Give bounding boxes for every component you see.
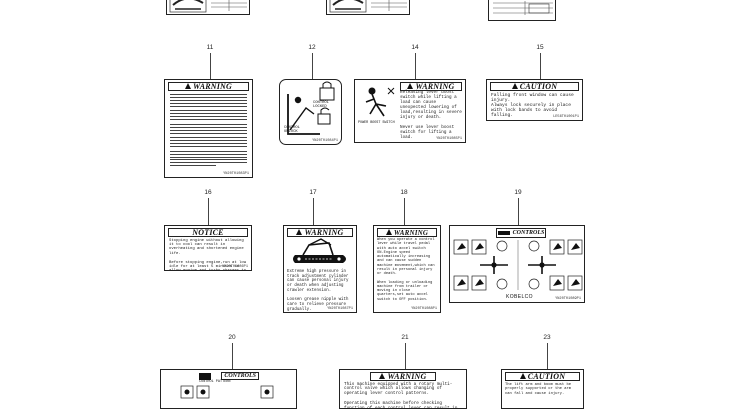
decal-17: WARNING Extreme high pressure in track a…	[283, 225, 357, 313]
decal-18-header-text: WARNING	[394, 229, 428, 237]
decal-21: WARNING This machine equipped with a rot…	[339, 369, 467, 409]
decal-21-header: WARNING	[370, 372, 436, 381]
callout-15: 15	[530, 44, 550, 51]
decal-14: WARNING POWER BOOST SWITCH Releasing lev…	[354, 79, 466, 143]
decal-20-header-text: CONTROLS	[221, 372, 259, 380]
decal-11-part-number: YN20T01083P1	[223, 172, 249, 176]
decal-19-header-text: CONTROLS	[513, 230, 545, 236]
decal-top-right-partial	[488, 0, 556, 21]
decal-top-right-graphic	[489, 0, 556, 21]
decal-11-header-text: WARNING	[193, 82, 232, 91]
decal-top-left-graphic	[167, 0, 250, 15]
callout-21: 21	[395, 334, 415, 341]
parts-diagram-page: 11 WARNING YN20T01083P1 12 C	[0, 0, 750, 400]
decal-15-part-number: LE56T01001P1	[553, 115, 579, 119]
decal-19-brand: KOBELCO	[506, 294, 533, 300]
callout-11: 11	[200, 44, 220, 51]
decal-top-middle-partial	[326, 0, 410, 15]
decal-20-header: CONTROLS	[199, 372, 259, 380]
decal-20-sub: CONTROL PATTERN	[199, 380, 231, 384]
decal-11-header: WARNING	[168, 82, 249, 91]
callout-23: 23	[537, 334, 557, 341]
decal-18: WARNING When you operate a control lever…	[373, 225, 441, 313]
decal-17-header: WARNING	[287, 228, 353, 237]
leader-16	[208, 198, 209, 225]
warning-triangle-icon	[296, 229, 302, 235]
decal-23-text: The lift arm and boom must be properly s…	[505, 383, 580, 397]
warning-triangle-icon	[386, 229, 392, 235]
control-pattern-icon	[199, 373, 211, 380]
decal-12-label-lock: CONTROL LOCKED	[313, 101, 341, 109]
decal-20: CONTROLS CONTROL PATTERN	[160, 369, 297, 409]
leader-20	[232, 343, 233, 369]
decal-17-crawler-pictogram	[285, 237, 355, 269]
decal-16-header-text: NOTICE	[192, 228, 223, 237]
warning-triangle-icon	[407, 83, 413, 89]
decal-15-header-text: CAUTION	[520, 82, 557, 91]
decal-15: CAUTION Falling front window can cause i…	[486, 79, 583, 121]
callout-17: 17	[303, 189, 323, 196]
leader-14	[415, 53, 416, 79]
leader-18	[404, 198, 405, 225]
decal-11: WARNING YN20T01083P1	[164, 79, 253, 178]
callout-12: 12	[302, 44, 322, 51]
decal-16: NOTICE Stopping engine without allowing …	[164, 225, 252, 271]
leader-21	[405, 343, 406, 369]
callout-16: 16	[198, 189, 218, 196]
decal-17-part-number: YN20T01087P1	[327, 307, 353, 311]
decal-21-header-text: WARNING	[387, 372, 426, 381]
decal-23-header: CAUTION	[505, 372, 580, 381]
caution-triangle-icon	[520, 373, 526, 379]
decal-14-text: Releasing lever boost switch while lifti…	[400, 90, 462, 140]
decal-21-text: This machine equipped with a rotary mult…	[344, 383, 462, 409]
decal-19-header: CONTROLS	[496, 228, 546, 238]
decal-23-header-text: CAUTION	[528, 372, 565, 381]
decal-14-part-number: YN20T01085P1	[436, 137, 462, 141]
leader-23	[547, 343, 548, 369]
leader-11	[210, 53, 211, 79]
decal-11-text-block	[170, 94, 247, 168]
leader-17	[313, 198, 314, 225]
decal-top-middle-graphic	[327, 0, 410, 15]
decal-14-pictogram	[358, 84, 400, 120]
decal-19: CONTROLS	[449, 225, 585, 303]
decal-top-left-partial	[166, 0, 250, 15]
leader-19	[518, 198, 519, 225]
control-pattern-icon	[498, 231, 510, 235]
decal-12-label-unlock: CONTROL UNLOCK	[284, 126, 314, 134]
leader-12	[312, 53, 313, 79]
callout-14: 14	[405, 44, 425, 51]
decal-17-header-text: WARNING	[304, 228, 343, 237]
leader-15	[540, 53, 541, 79]
decal-19-part-number: YN20T01089P1	[555, 297, 581, 301]
decal-16-part-number: YN20T01086P1	[222, 265, 248, 269]
decal-16-header: NOTICE	[168, 228, 248, 237]
decal-15-header: CAUTION	[490, 82, 579, 91]
decal-18-text: When you operate a control lever while t…	[377, 238, 437, 302]
decal-18-part-number: YN20T01088P1	[411, 307, 437, 311]
caution-triangle-icon	[512, 83, 518, 89]
callout-19: 19	[508, 189, 528, 196]
decal-23: CAUTION The lift arm and boom must be pr…	[501, 369, 584, 409]
callout-20: 20	[222, 334, 242, 341]
decal-14-icon-label: POWER BOOST SWITCH	[358, 121, 400, 125]
warning-triangle-icon	[185, 83, 191, 89]
decal-12-part-number: YN20T01084P1	[312, 139, 338, 143]
decal-12: CONTROL LOCKED CONTROL UNLOCK YN20T01084…	[279, 79, 342, 145]
warning-triangle-icon	[379, 373, 385, 379]
callout-18: 18	[394, 189, 414, 196]
decal-18-header: WARNING	[377, 228, 437, 237]
